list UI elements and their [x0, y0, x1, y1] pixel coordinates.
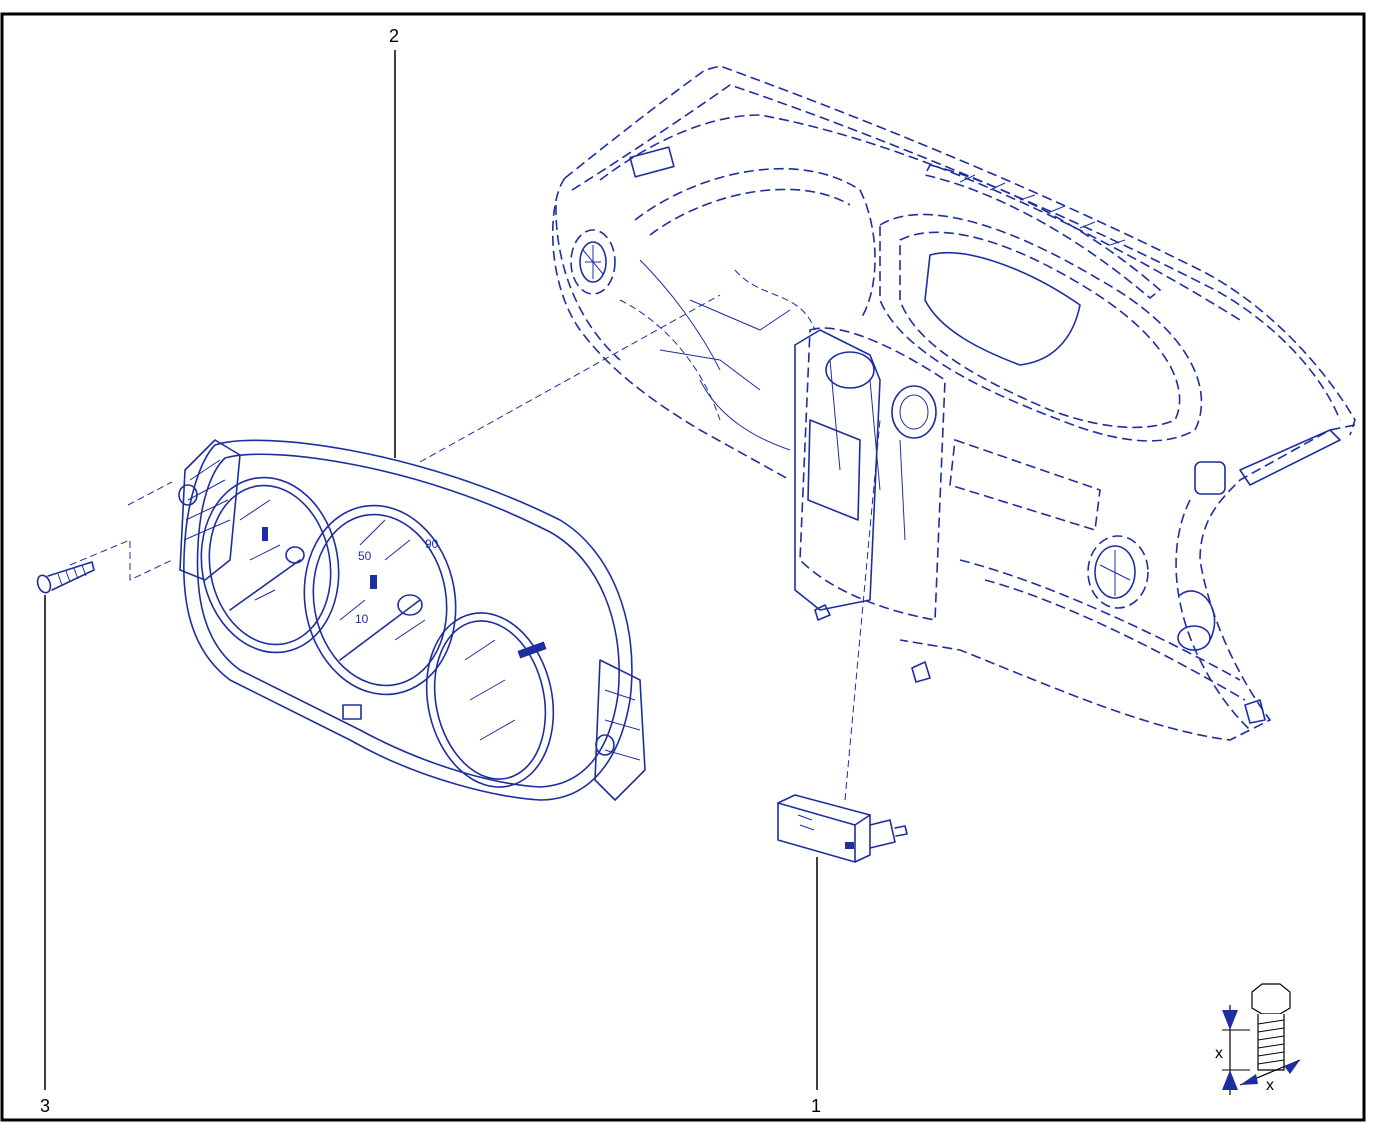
- bolt-torque-symbol: x x: [1215, 983, 1301, 1095]
- callout-label-3: 3: [40, 1096, 50, 1116]
- torque-label-a: x: [1215, 1045, 1223, 1062]
- callout-label-2: 2: [389, 26, 399, 46]
- gauge-mark-b: 90: [425, 537, 439, 551]
- diagram-border: [0, 12, 1366, 1122]
- switch-module[interactable]: [777, 794, 908, 863]
- gauge-mark-c: 10: [355, 612, 369, 626]
- callout-label-1: 1: [811, 1096, 821, 1116]
- assembly-guide-lines: [69, 294, 881, 801]
- screw-fastener[interactable]: [35, 561, 95, 595]
- instrument-cluster[interactable]: 50 90 10: [178, 439, 646, 801]
- gauge-mark-a: 50: [358, 549, 372, 563]
- callout-leaders: [44, 50, 818, 1090]
- dashboard-phantom: [551, 65, 1356, 741]
- torque-label-b: x: [1266, 1077, 1274, 1094]
